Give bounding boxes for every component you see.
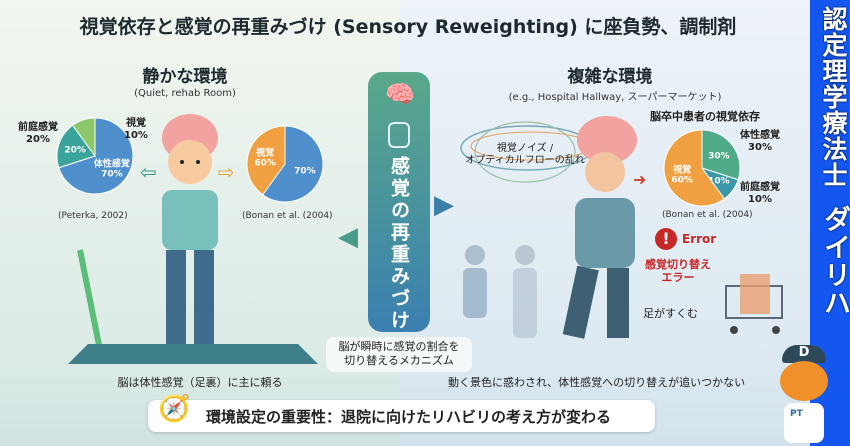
right-pie-title: 脳卒中患者の視覚依存 xyxy=(650,110,760,123)
right-subheading: (e.g., Hospital Hallway, スーパーマーケット) xyxy=(508,92,722,103)
page-title: 視覚依存と感覚の再重みづけ (Sensory Reweighting) に座負勢… xyxy=(79,16,737,38)
map-compass-icon: 🧭 xyxy=(158,394,191,424)
right-heading: 複雑な環境 xyxy=(567,67,653,87)
pie-slice-前庭感覚 xyxy=(56,124,96,169)
citation-bonan-right: (Bonan et al. (2004) xyxy=(662,210,753,220)
floor-mat xyxy=(68,344,318,364)
mascot-shirt: PT xyxy=(784,403,824,443)
arrow-left-big-icon: ◀ xyxy=(338,222,358,252)
certified-pt-label: 認定理学療法士 xyxy=(819,6,848,188)
red-arrow-icon: ➜ xyxy=(633,170,647,189)
reweighting-column: 🧠 感覚の再重みづけ xyxy=(368,72,430,332)
callout-vestibular: 前庭感覚 20% xyxy=(18,122,58,145)
elderly-patient-figure xyxy=(562,116,637,339)
pie-slice-視覚 xyxy=(663,129,726,207)
left-heading: 静かな環境 xyxy=(142,67,228,87)
left-subheading: (Quiet, rehab Room) xyxy=(134,88,236,99)
error-icon: ! xyxy=(655,228,677,250)
toggle-switch-icon xyxy=(388,122,410,148)
key-message-text: 環境設定の重要性：退院に向けたリハビリの考え方が変わる xyxy=(206,407,612,426)
visual-noise-label: 視覚ノイズ / オプティカルフローの乱れ xyxy=(465,143,585,166)
arrow-right-big-icon: ▶ xyxy=(434,190,454,220)
brain-icon: 🧠 xyxy=(385,80,415,108)
pie-label-体性感覚: 30% xyxy=(708,152,730,162)
patient-figure-standing xyxy=(77,114,218,351)
citation-bonan-left: (Bonan et al. (2004) xyxy=(242,211,333,221)
citation-peterka: (Peterka, 2002) xyxy=(58,211,128,221)
error-title: Error xyxy=(682,232,717,246)
reweighting-label: 感覚の再重みづけ xyxy=(388,156,410,332)
freeze-label: 足がすくむ xyxy=(643,307,698,320)
pie-label-前庭感覚: 10% xyxy=(708,176,730,186)
pie-slice-体性感覚 xyxy=(701,129,741,181)
error-text: 感覚切り替え エラー xyxy=(645,258,711,285)
passersby-blurred xyxy=(463,245,537,338)
brand-name: ダイリハ xyxy=(819,205,850,317)
callout-somatosensory: 体性感覚 30% xyxy=(740,130,780,153)
callout-vestibular-right: 前庭感覚 10% xyxy=(740,182,780,205)
right-caption: 動く景色に惑わされ、体性感覚への切り替えが追いつかない xyxy=(448,376,746,389)
callout-visual: 視覚 10% xyxy=(124,118,148,141)
left-caption: 脳は体性感覚（足裏）に主に頼る xyxy=(117,376,283,389)
pie-slice-視覚 xyxy=(71,117,96,158)
tiger-mascot: D PT xyxy=(770,345,840,445)
mascot-cap: D xyxy=(782,345,826,363)
pie-slice-視覚 xyxy=(246,125,286,196)
pie-slice-other xyxy=(261,125,324,203)
mechanism-bubble: 脳が瞬時に感覚の割合を 切り替えるメカニズム xyxy=(326,337,472,372)
arrow-right-icon: ⇨ xyxy=(218,160,235,184)
arrow-left-icon: ⇦ xyxy=(140,160,157,184)
pie-label-other: 70% xyxy=(294,166,316,176)
pie-label-前庭感覚: 20% xyxy=(64,146,86,156)
shopping-cart-icon xyxy=(725,274,783,334)
key-message-banner: 🧭 環境設定の重要性：退院に向けたリハビリの考え方が変わる xyxy=(148,394,655,432)
pie-slice-体性感覚 xyxy=(58,117,134,195)
